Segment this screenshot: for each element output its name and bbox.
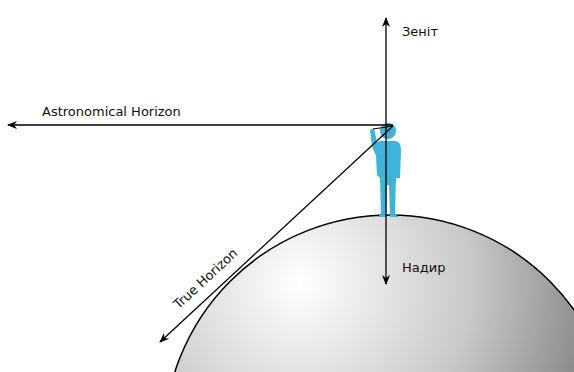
zenith-label: Зеніт — [402, 24, 438, 40]
zenith-arrow — [385, 18, 386, 215]
horizon-label: Astronomical Horizon — [42, 104, 181, 120]
nadir-label: Надир — [402, 260, 445, 276]
earth-sphere — [164, 215, 574, 372]
nadir-arrow — [385, 215, 386, 284]
astronomical-horizon-arrow — [8, 124, 393, 125]
sight-line — [373, 126, 393, 129]
true-horizon-arrow — [160, 126, 393, 342]
